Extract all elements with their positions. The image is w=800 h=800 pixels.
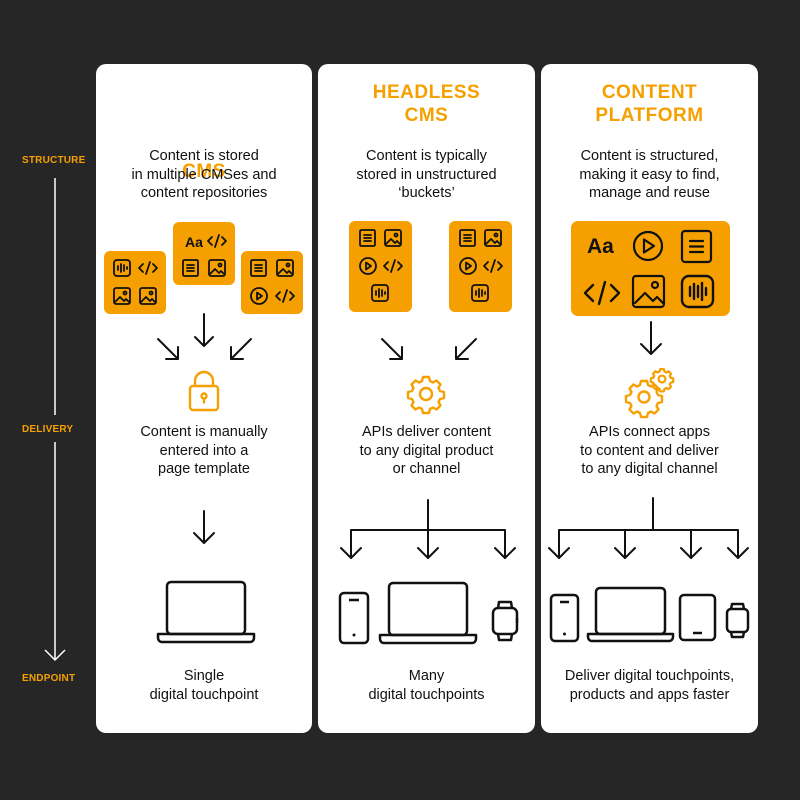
watch-icon: [491, 600, 519, 642]
lock-icon: [188, 370, 220, 412]
document-icon: [182, 259, 199, 277]
audio-icon: [113, 259, 131, 277]
structure-label: STRUCTURE: [22, 155, 86, 166]
down-arrow: [193, 510, 215, 544]
delivery-text: Content is manually entered into a page …: [140, 424, 268, 477]
gear-icon: [406, 375, 446, 415]
endpoint-label: ENDPOINT: [22, 673, 76, 684]
column-title: CMS: [182, 161, 226, 182]
image-icon: [139, 287, 157, 305]
image-icon: [276, 259, 294, 277]
content-bucket: [349, 221, 412, 312]
distribute-arrows: [548, 497, 749, 559]
image-icon: [484, 229, 502, 247]
audio-icon: [680, 274, 715, 309]
column-title: CONTENT PLATFORM: [595, 82, 704, 126]
code-icon: [207, 234, 227, 248]
structure-text: Content is typically stored in unstructu…: [356, 148, 497, 201]
timeline-axis: [44, 178, 66, 662]
cms-diagram: Aa: [104, 222, 303, 644]
endpoint-text: Deliver digital touchpoints, products an…: [564, 668, 735, 703]
play-icon: [250, 287, 268, 305]
converge-arrows: [157, 313, 252, 360]
endpoint-text: Many digital touchpoints: [368, 668, 485, 703]
delivery-text: APIs connect apps to content and deliver…: [580, 424, 719, 477]
code-icon: [275, 289, 295, 303]
laptop-icon: [586, 586, 675, 643]
delivery-text: APIs deliver content to any digital prod…: [359, 424, 494, 477]
document-icon: [359, 229, 376, 247]
document-icon: [459, 229, 476, 247]
content-bucket: [449, 221, 512, 312]
typography-icon: Aa: [185, 234, 203, 250]
image-icon: [631, 274, 666, 309]
column-title: HEADLESS CMS: [372, 82, 481, 126]
content-tile: [104, 251, 166, 314]
audio-icon: [471, 284, 489, 302]
typography-icon: Aa: [587, 235, 614, 258]
document-icon: [680, 229, 713, 264]
image-icon: [208, 259, 226, 277]
play-icon: [632, 230, 664, 262]
content-tile: Aa: [173, 222, 235, 285]
audio-icon: [371, 284, 389, 302]
code-icon: [483, 259, 503, 273]
play-icon: [359, 257, 377, 275]
content-tile: [241, 251, 303, 314]
cms-column: CMS Content is stored in multiple CMSes …: [96, 64, 312, 733]
image-icon: [384, 229, 402, 247]
structure-text: Content is stored in multiple CMSes and …: [131, 148, 277, 201]
code-icon: [583, 280, 621, 306]
headless-diagram: [338, 221, 519, 645]
code-icon: [138, 261, 158, 275]
platform-diagram: Aa: [548, 221, 750, 643]
distribute-arrows: [340, 499, 516, 559]
image-icon: [113, 287, 131, 305]
document-icon: [250, 259, 267, 277]
structured-content-block: Aa: [571, 221, 730, 316]
laptop-icon: [378, 581, 478, 645]
headless-cms-column: HEADLESS CMS Content is typically stored…: [318, 64, 535, 733]
converge-arrows: [381, 338, 477, 360]
gears-icon: [624, 367, 675, 419]
play-icon: [459, 257, 477, 275]
down-arrow: [640, 321, 662, 355]
content-platform-column: CONTENT PLATFORM Content is structured, …: [541, 64, 758, 733]
watch-icon: [725, 602, 750, 639]
tablet-icon: [678, 593, 717, 642]
endpoint-text: Single digital touchpoint: [149, 668, 259, 703]
delivery-label: DELIVERY: [22, 424, 74, 435]
phone-icon: [549, 593, 580, 643]
structure-text: Content is structured, making it easy to…: [579, 148, 720, 201]
code-icon: [383, 259, 403, 273]
phone-icon: [338, 591, 370, 645]
laptop-icon: [156, 580, 256, 644]
